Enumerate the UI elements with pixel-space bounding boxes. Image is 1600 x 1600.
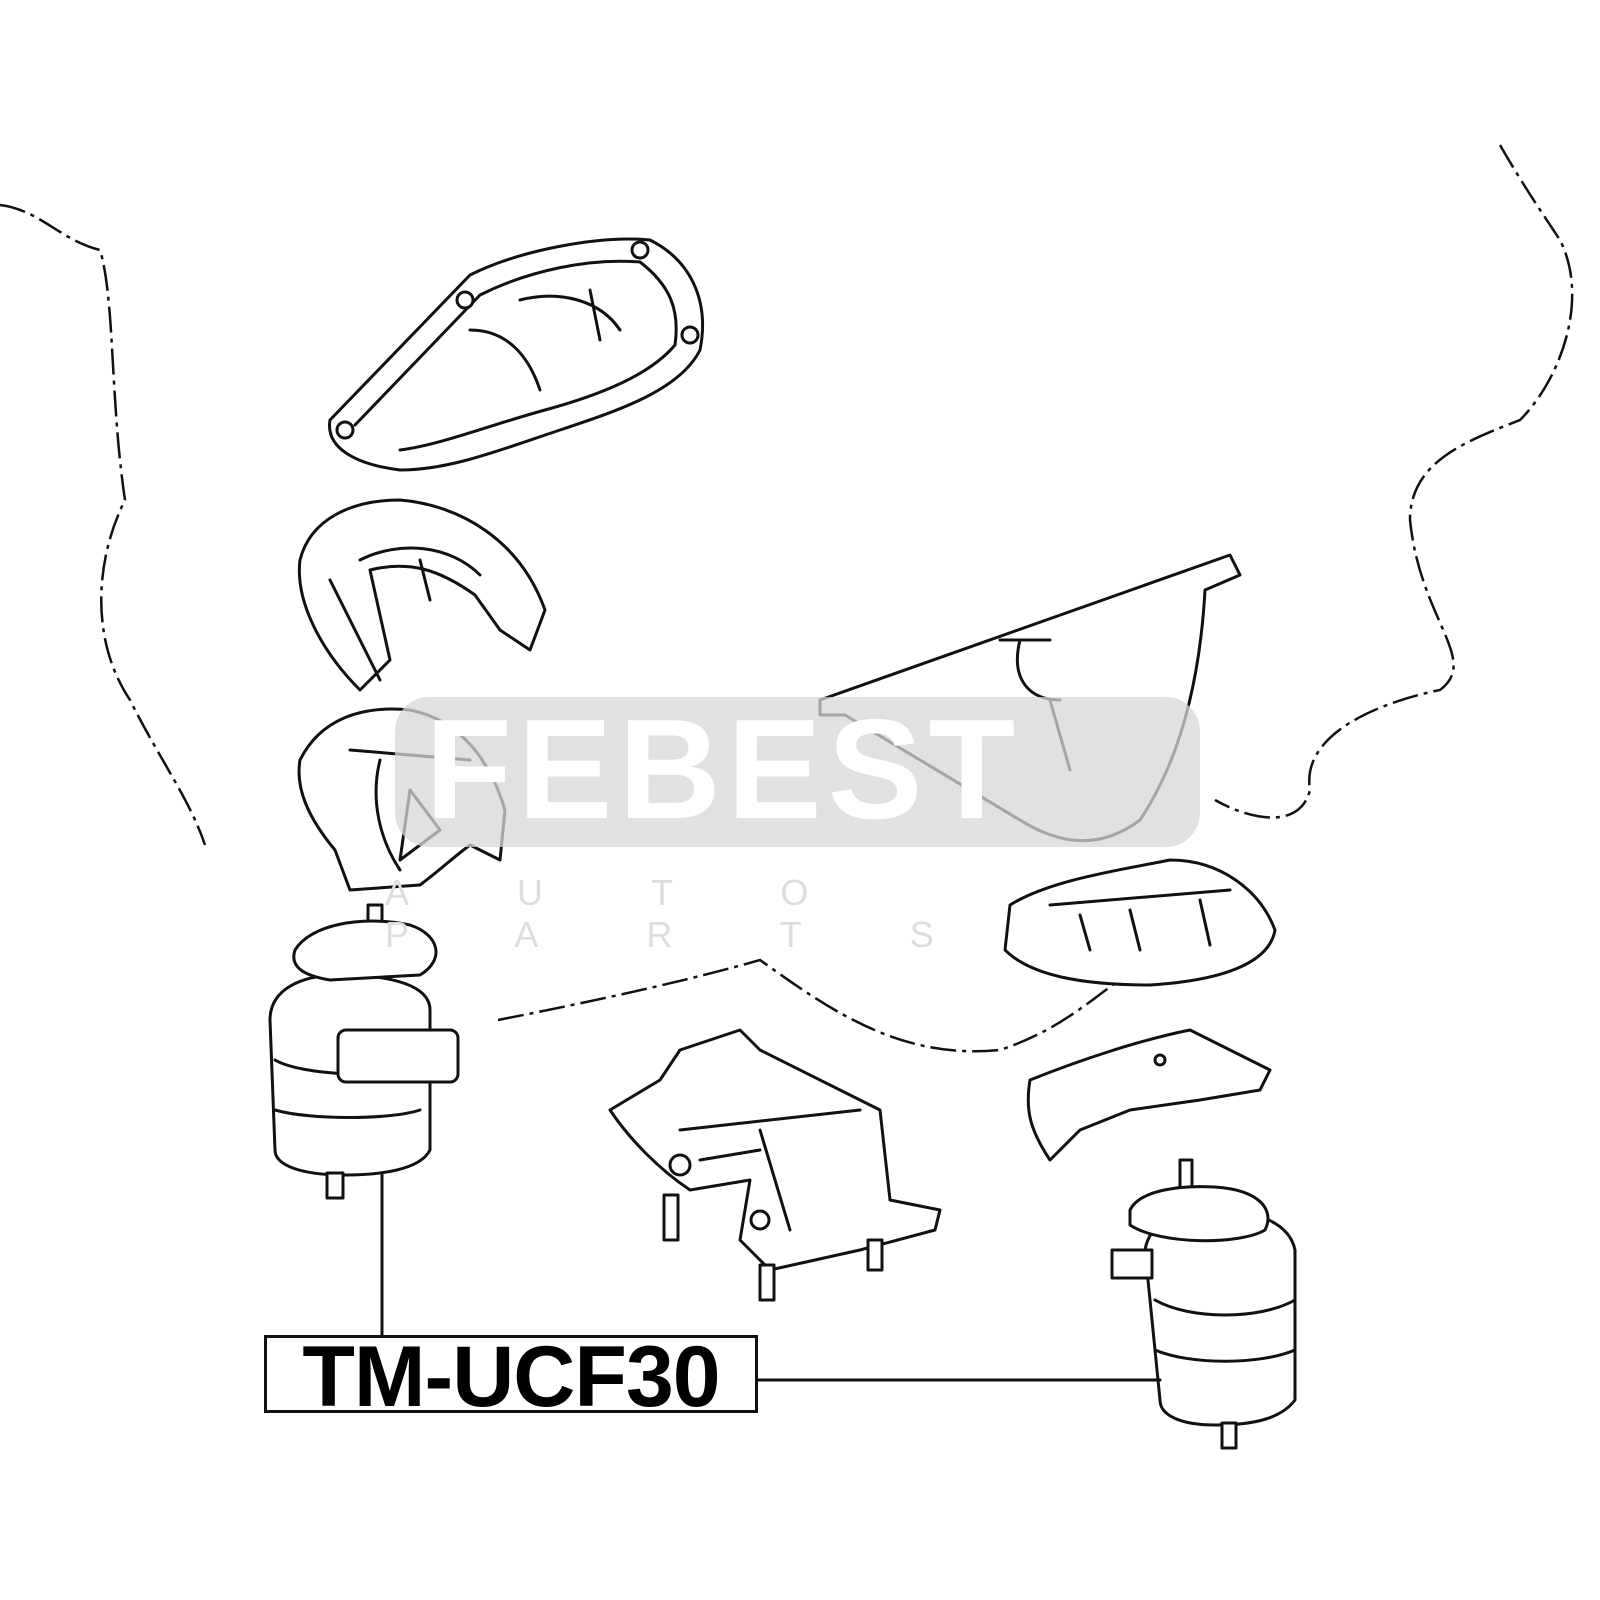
engine-outline-bottom [497,958,1121,1053]
mount-bracket-top-plate [328,237,705,472]
watermark-background [395,697,1200,847]
watermark-brand: FEBEST [425,690,1022,849]
mount-bracket-right-lower [1026,1028,1272,1162]
engine-outline-right [1214,144,1574,819]
watermark-tagline: AUTO PARTS [385,872,1042,955]
engine-mount-left-hydraulic [268,903,460,1200]
engine-outline-left [0,203,207,846]
mount-bracket-upper [297,498,547,692]
engine-mount-right-hydraulic [1110,1158,1297,1450]
mount-bracket-right-middle [1003,858,1277,987]
part-number-label: TM-UCF30 [264,1334,758,1420]
transmission-mount-center [608,1028,942,1302]
